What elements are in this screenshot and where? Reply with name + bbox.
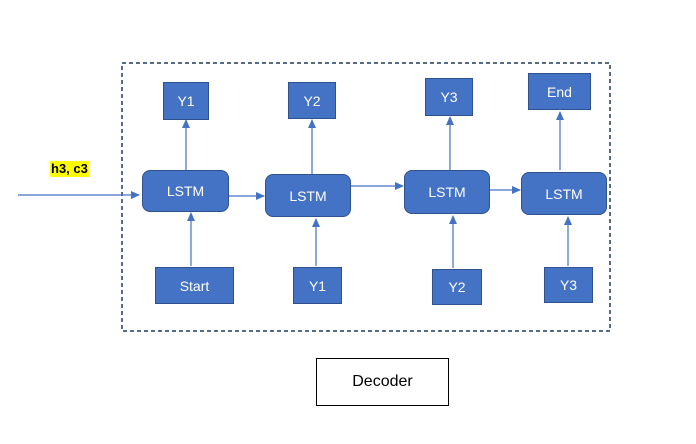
input-box-3: Y2 (432, 269, 482, 305)
input-state-label: h3, c3 (50, 161, 89, 177)
lstm-cell-3: LSTM (404, 170, 490, 214)
output-box-1: Y1 (163, 82, 209, 120)
output-box-3: Y3 (425, 78, 473, 116)
output-box-2: Y2 (288, 82, 336, 119)
input-box-2: Y1 (293, 267, 342, 304)
lstm-cell-4: LSTM (521, 172, 607, 215)
input-box-4: Y3 (544, 267, 593, 303)
input-box-1: Start (155, 267, 234, 304)
output-box-4: End (528, 73, 591, 110)
lstm-cell-1: LSTM (142, 170, 229, 212)
decoder-caption: Decoder (316, 358, 449, 406)
lstm-cell-2: LSTM (265, 174, 351, 217)
